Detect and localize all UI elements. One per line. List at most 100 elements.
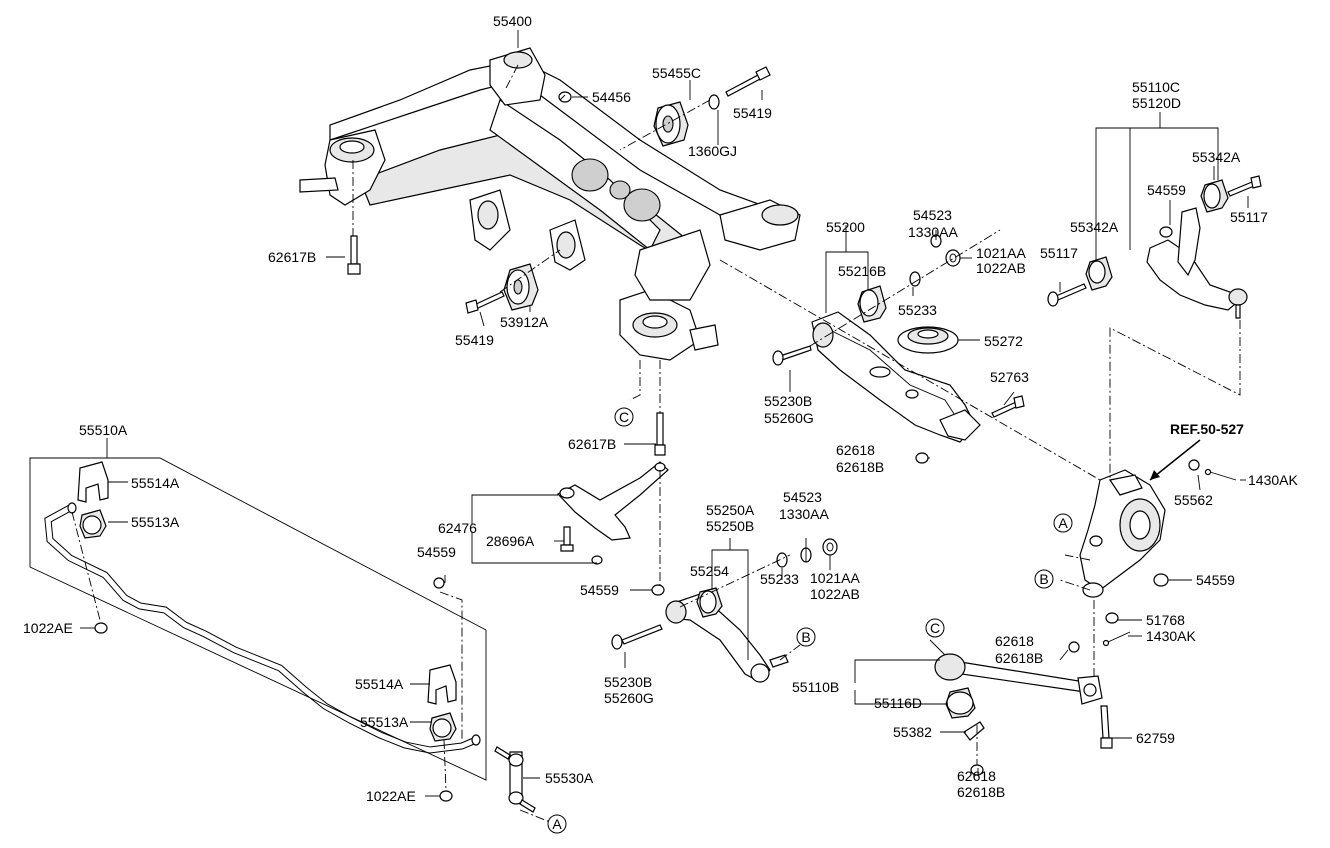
label-55117-lower: 55117 [1040,245,1078,261]
label-55250a: 55250A [706,502,755,518]
bushing-55455c [653,101,689,147]
label-1022ae-left: 1022AE [23,620,73,636]
label-62618b-c: 62618B [957,784,1005,800]
label-1330aa-a: 1330AA [908,224,958,240]
cam-55382 [963,721,985,741]
label-1021aa-b: 1021AA [810,570,860,586]
label-55117-upper: 55117 [1230,209,1268,225]
upper-control-arm-55110c [1146,207,1248,319]
bolt-55117-lower [1047,283,1087,307]
label-55342a-lower: 55342A [1070,219,1119,235]
bushing-55342a-upper [1200,179,1229,213]
nut-54559-upper [1159,226,1173,238]
label-55260g-a: 55260G [764,410,814,426]
nut-62618-b [1068,641,1080,653]
bolt-55230b-b [611,624,663,650]
nut-54559-knuckle [1153,573,1169,587]
label-54523-a: 54523 [913,207,952,223]
label-55513a-left: 55513A [131,514,180,530]
label-55110b: 55110B [792,679,839,695]
label-1360gj: 1360GJ [688,143,737,159]
label-55233-b: 55233 [760,571,799,587]
bracket-55514a-left [77,461,109,503]
label-55120d: 55120D [1132,95,1181,111]
marker-a-knuckle: A [1053,513,1073,533]
bushing-55513a-left [79,509,107,539]
subframe-crossmember [299,47,801,361]
label-28696a: 28696A [486,533,535,549]
bolt-52763 [991,395,1025,418]
label-54523-b: 54523 [783,489,822,505]
bolt-62617b-left [347,235,361,275]
washer-55233-b [776,552,788,568]
label-54559-upper: 54559 [1147,182,1186,198]
nut-54559-stabilizer [433,577,445,589]
label-62759: 62759 [1136,730,1175,746]
bolt-28696a [560,526,574,552]
label-55382: 55382 [893,724,932,740]
label-55530a: 55530A [545,770,594,786]
label-54559-knuckle: 54559 [1196,572,1235,588]
marker-a-knuckle-label: A [1058,515,1068,531]
bushing-55254 [696,587,723,618]
bracket-62476 [557,461,669,541]
label-55116d: 55116D [874,695,922,711]
label-1022ab-a: 1022AB [976,260,1026,276]
label-62618-a: 62618 [836,442,875,458]
label-1022ab-b: 1022AB [810,586,860,602]
bolt-55230b-a [772,345,812,366]
label-55419-top: 55419 [733,105,772,121]
marker-b-knuckle: B [1034,569,1054,589]
marker-c-link: C [925,618,945,638]
label-55514a-left: 55514A [131,475,180,491]
label-55400: 55400 [493,13,532,29]
pin-1430ak-a [1204,468,1237,481]
pin-1430ak-b [1102,631,1131,647]
label-55455c: 55455C [652,65,701,81]
label-54559-stabilizer: 54559 [417,544,456,560]
label-55230b-a: 55230B [764,393,812,409]
label-ref-50-527: REF.50-527 [1170,421,1244,437]
bracket-55514a-right [427,664,457,705]
bolt-55419-lower [465,291,505,314]
label-1022ae-right: 1022AE [366,788,416,804]
label-51768: 51768 [1146,612,1185,628]
nut-54559-bracket [591,555,603,565]
label-62618-b: 62618 [995,633,1034,649]
marker-b-arm-label: B [801,629,810,645]
label-54456: 54456 [592,89,631,105]
label-62618b-a: 62618B [836,459,884,475]
label-55250b: 55250B [706,518,754,534]
label-55562: 55562 [1174,492,1213,508]
marker-a-link: A [547,814,567,834]
marker-c-link-label: C [930,620,940,636]
label-1430ak-a: 1430AK [1248,472,1298,488]
bolt-62759 [1100,705,1113,749]
bushing-55342a-lower [1085,256,1113,291]
label-55254: 55254 [690,563,729,579]
label-62618b-b: 62618B [995,650,1043,666]
label-55110c: 55110C [1132,79,1180,95]
label-55510a: 55510A [79,422,128,438]
label-55513a-right: 55513A [360,714,409,730]
centerlines [71,64,1241,823]
marker-b-knuckle-label: B [1039,571,1048,587]
bushing-55513a-right [429,712,457,742]
nut-51768 [1105,612,1119,624]
label-55216b: 55216B [838,263,886,279]
nut-54559-center [651,584,665,596]
washer-1360gj [708,94,720,110]
label-55272: 55272 [984,333,1023,349]
part-labels: 55400 55455C 54456 55419 1360GJ 62617B 5… [23,13,1298,804]
lower-control-arm-55200 [811,311,981,443]
bolt-55117-upper [1227,175,1262,197]
label-54559-center: 54559 [580,582,619,598]
bushing-53912a [503,263,539,311]
label-55514a-right: 55514A [355,676,404,692]
leader-lines [29,30,1249,797]
nut-62618-a [915,452,929,464]
label-1021aa-a: 1021AA [976,245,1026,261]
label-1330aa-b: 1330AA [779,506,829,522]
nut-55562 [1188,459,1200,471]
marker-c-top-label: C [619,409,629,425]
